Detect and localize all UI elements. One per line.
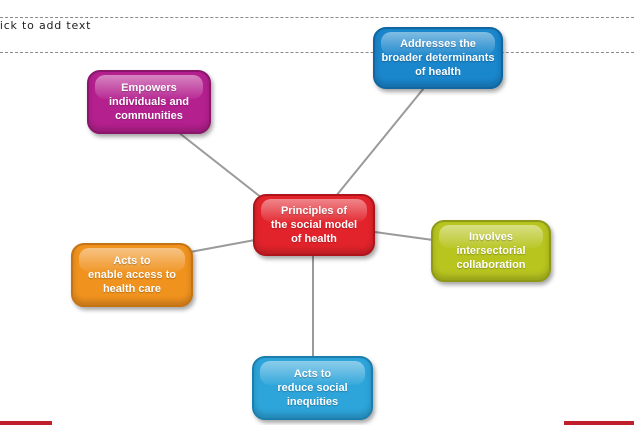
node-addresses-label: Addresses the broader determinants of he… (381, 38, 495, 78)
center-node-label: Principles of the social model of health (270, 205, 358, 245)
node-access-label: Acts to enable access to health care (87, 255, 177, 295)
link-intersectoral (374, 231, 434, 241)
node-empowers-label: Empowers individuals and communities (108, 82, 190, 122)
node-intersectoral-label: Involves intersectorial collaboration (456, 231, 526, 271)
footer-accent-left (0, 421, 52, 425)
title-placeholder[interactable]: lick to add text (0, 17, 634, 53)
node-intersectoral-collaboration: Involves intersectorial collaboration (431, 220, 551, 282)
node-addresses-determinants: Addresses the broader determinants of he… (373, 27, 503, 89)
center-node-principles: Principles of the social model of health (253, 194, 375, 256)
footer-accent-right (564, 421, 634, 425)
placeholder-text: lick to add text (0, 19, 92, 32)
node-enable-access: Acts to enable access to health care (71, 243, 193, 307)
node-reduce-inequities: Acts to reduce social inequities (252, 356, 373, 420)
link-addresses (335, 87, 425, 197)
node-empowers: Empowers individuals and communities (87, 70, 211, 134)
node-inequities-label: Acts to reduce social inequities (277, 368, 348, 408)
link-access (189, 239, 256, 253)
link-empowers (177, 131, 263, 199)
